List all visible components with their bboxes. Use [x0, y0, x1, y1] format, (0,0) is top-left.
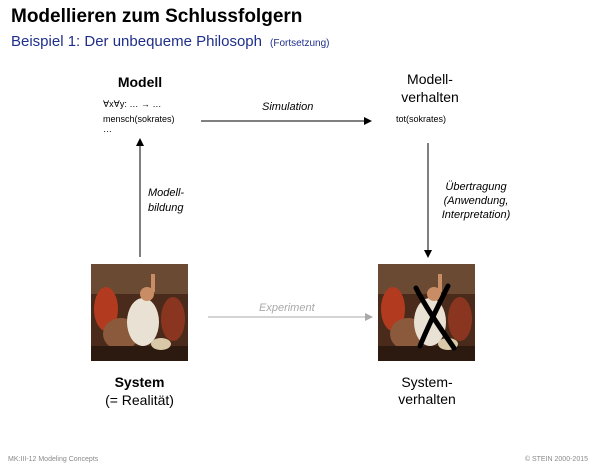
system-behavior-painting: [378, 264, 475, 361]
system-behavior-line-1: System-: [401, 374, 453, 390]
page-subtitle: Beispiel 1: Der unbequeme Philosoph (Fort…: [11, 33, 329, 50]
system-sub-label: (= Realität): [105, 392, 174, 408]
painting-art: [91, 264, 188, 361]
system-painting: [91, 264, 188, 361]
experiment-label: Experiment: [259, 302, 315, 314]
model-behavior-line-1: Modell-: [407, 71, 453, 87]
modellbildung-line-2: bildung: [148, 202, 184, 214]
painting-art-crossed: [378, 264, 475, 361]
model-behavior-value: tot(sokrates): [396, 114, 447, 124]
modellbildung-line-1: Modell-: [148, 187, 185, 199]
footer-right: © STEIN 2000-2015: [524, 456, 588, 463]
formula-line-3: …: [103, 124, 112, 134]
page-title: Modellieren zum Schlussfolgern: [11, 6, 303, 27]
model-behavior-line-2: verhalten: [401, 89, 459, 105]
formula-line-2: mensch(sokrates): [103, 114, 175, 124]
system-behavior-line-2: verhalten: [398, 391, 456, 407]
model-behavior-label: Modell- verhalten: [388, 70, 472, 106]
model-formula: ∀x∀y: … → … mensch(sokrates) …: [103, 99, 175, 134]
system-behavior-label: System- verhalten: [380, 374, 474, 408]
footer-left: MK:III-12 Modeling Concepts: [8, 456, 99, 463]
system-label-block: System (= Realität): [86, 374, 193, 408]
uebertragung-line-2: (Anwendung,: [443, 195, 509, 207]
simulation-label: Simulation: [262, 101, 314, 113]
uebertragung-label: Übertragung (Anwendung, Interpretation): [428, 180, 524, 222]
uebertragung-line-3: Interpretation): [441, 209, 511, 221]
model-label: Modell: [117, 74, 163, 90]
formula-line-1: ∀x∀y: … → …: [103, 99, 162, 109]
subtitle-note: (Fortsetzung): [270, 38, 330, 49]
subtitle-text: Beispiel 1: Der unbequeme Philosoph: [11, 33, 262, 50]
cross-mark: [413, 285, 457, 351]
modellbildung-label: Modell- bildung: [148, 186, 184, 216]
system-label: System: [114, 374, 165, 390]
uebertragung-line-1: Übertragung: [445, 181, 507, 193]
